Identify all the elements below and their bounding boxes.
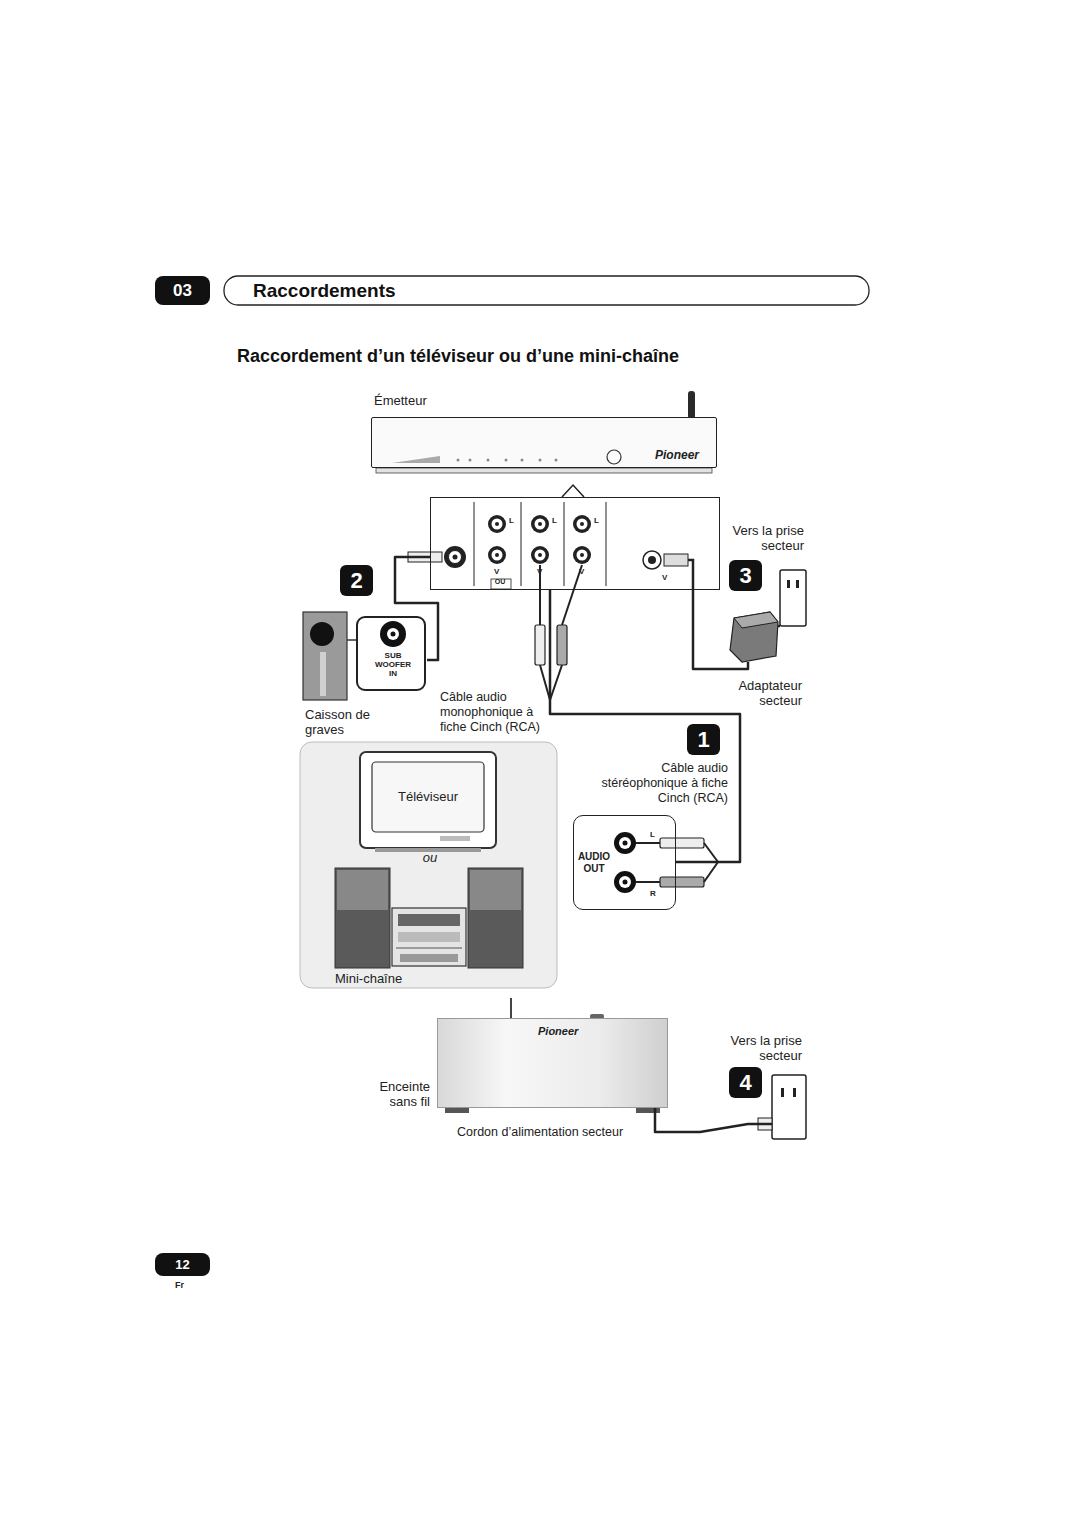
subwoofer: Caisson de graves	[303, 612, 427, 700]
device-label: Téléviseur	[372, 789, 484, 805]
channel-mark: V	[494, 567, 499, 576]
power-mark: V	[662, 573, 667, 582]
callout-number: 3	[729, 560, 762, 591]
cable-label: Câble audio stéréophonique à fiche Cinch…	[598, 761, 728, 806]
callout-number: 4	[729, 1067, 762, 1098]
cable	[550, 590, 740, 862]
device-label: Adaptateur secteur	[722, 678, 802, 708]
jack-label: AUDIO OUT	[575, 851, 613, 875]
channel-mark: V	[537, 567, 542, 576]
television: Téléviseur	[360, 752, 496, 848]
channel-mark: L	[509, 516, 514, 525]
callout-number: 1	[687, 724, 720, 755]
panel-mark: OU	[490, 577, 510, 586]
source-panel: ou TéléviseurMini-chaîne	[300, 742, 557, 988]
audio-out-panel: AUDIO OUT	[573, 815, 676, 910]
channel-mark: L	[552, 516, 557, 525]
or-label: ou	[410, 850, 450, 866]
device-label: Enceinte sans fil	[350, 1079, 430, 1109]
chapter-title: Raccordements	[253, 279, 396, 302]
wireless-speaker: PioneerEnceinte sans fil	[437, 1018, 668, 1108]
device-label: Caisson de graves	[305, 707, 379, 737]
channel-mark: L	[594, 516, 599, 525]
jack-label: SUB WOOFER IN	[372, 651, 414, 678]
wall-outlet: Vers la prise secteur	[780, 570, 806, 626]
outlet-label: Vers la prise secteur	[704, 523, 804, 553]
channel-mark: V	[579, 567, 584, 576]
node-heading: Émetteur	[374, 393, 427, 409]
page-number: 12	[155, 1253, 210, 1276]
cable	[655, 1108, 772, 1132]
transmitter: ÉmetteurPioneer	[371, 417, 717, 468]
cable-label: Cordon d’alimentation secteur	[457, 1125, 623, 1140]
diagram-title: Raccordement d’un téléviseur ou d’une mi…	[237, 345, 679, 367]
cable	[693, 590, 748, 669]
channel-mark: R	[650, 889, 656, 898]
wall-outlet: Vers la prise secteur	[772, 1075, 806, 1139]
channel-mark: L	[650, 830, 655, 839]
mini-system: Mini-chaîne	[335, 868, 523, 968]
language-mark: Fr	[175, 1280, 184, 1291]
ac-adapter: Adaptateur secteur	[728, 612, 778, 662]
device-label: Mini-chaîne	[335, 971, 402, 987]
outlet-label: Vers la prise secteur	[702, 1033, 802, 1063]
brand-logo: Pioneer	[655, 448, 699, 462]
chapter-number: 03	[155, 276, 210, 305]
brand-logo: Pioneer	[538, 1025, 578, 1038]
callout-number: 2	[340, 565, 373, 596]
rear-panel: OU	[430, 497, 720, 590]
cable	[778, 625, 780, 628]
cable	[395, 557, 438, 660]
cable-label: Câble audio monophonique à fiche Cinch (…	[440, 690, 560, 735]
